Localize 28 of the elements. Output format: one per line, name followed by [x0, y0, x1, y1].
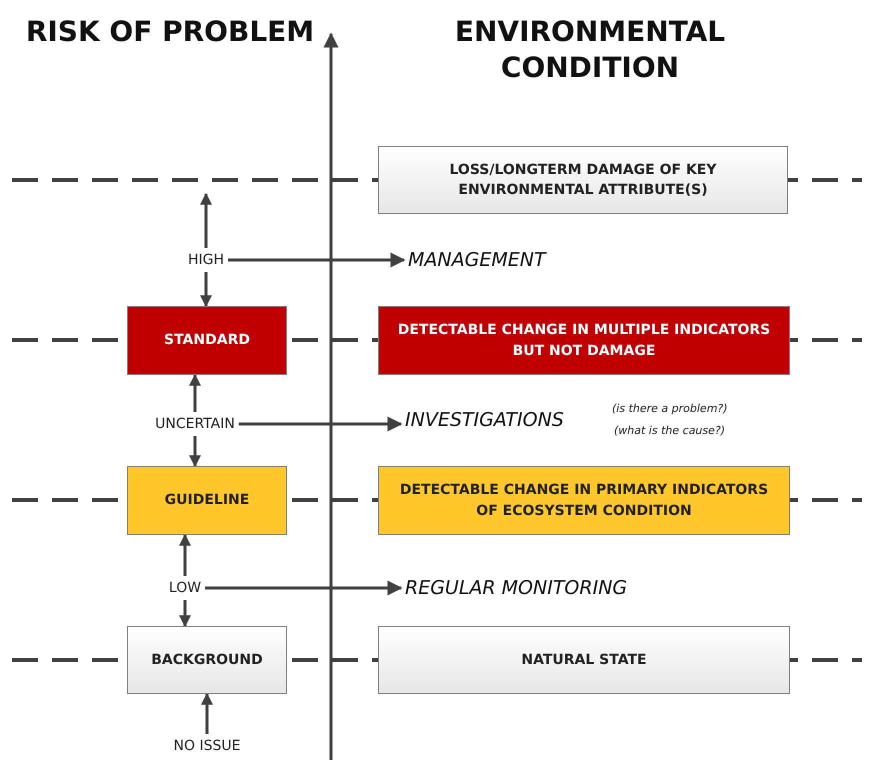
arrow	[189, 374, 201, 412]
arrow	[238, 416, 402, 432]
note-text: (is there a problem?)	[612, 402, 728, 415]
arrow	[179, 600, 191, 628]
arrow	[228, 252, 406, 268]
column-heading: ENVIRONMENTAL CONDITION	[454, 14, 726, 86]
level-box: NATURAL STATE	[378, 626, 790, 694]
level-box: BACKGROUND	[127, 626, 287, 694]
arrow	[179, 534, 191, 576]
level-box: GUIDELINE	[127, 466, 287, 535]
level-box: STANDARD	[127, 306, 287, 375]
action-label: MANAGEMENT	[408, 249, 546, 271]
arrow	[200, 272, 212, 308]
arrow	[201, 692, 213, 734]
arrow	[205, 580, 402, 596]
level-box: DETECTABLE CHANGE IN MULTIPLE INDICATORS BUT NOT DAMAGE	[378, 306, 790, 375]
action-label: INVESTIGATIONS	[405, 409, 564, 431]
risk-label: UNCERTAIN	[155, 416, 235, 432]
note-text: (what is the cause?)	[614, 424, 726, 437]
arrow	[189, 436, 201, 468]
risk-label: NO ISSUE	[174, 738, 240, 754]
level-box: DETECTABLE CHANGE IN PRIMARY INDICATORS OF ECOSYSTEM CONDITION	[378, 466, 790, 535]
action-label: REGULAR MONITORING	[405, 577, 628, 599]
arrow	[200, 192, 212, 248]
risk-label: HIGH	[188, 252, 224, 268]
level-box: LOSS/LONGTERM DAMAGE OF KEY ENVIRONMENTAL ATTRIBUTE(S)	[378, 146, 788, 214]
risk-label: LOW	[168, 580, 202, 596]
column-heading: RISK OF PROBLEM	[24, 14, 316, 50]
